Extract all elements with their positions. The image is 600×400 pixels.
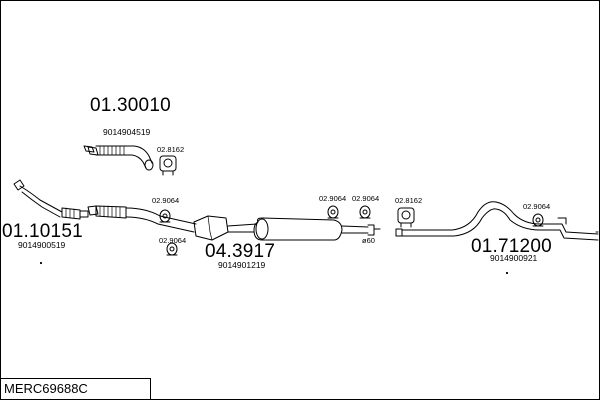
- oem-number-label: 9014900921: [490, 253, 538, 263]
- centre-muffler: [253, 217, 381, 241]
- front-pipe-upper-part: [83, 145, 154, 171]
- clamp-02-8162-upper: [159, 155, 177, 176]
- fitting-code-label: 02.9064: [152, 196, 180, 205]
- hanger-02-9064-e: [532, 213, 544, 227]
- pipe-diameter-label: ø60: [362, 236, 375, 245]
- front-pipe-left-part: [13, 179, 89, 220]
- hanger-02-9064-b: [166, 242, 178, 256]
- catalytic-converter: [193, 215, 257, 241]
- fitting-code-label: 02.9064: [352, 194, 380, 203]
- part-number-label: 01.10151: [2, 221, 83, 242]
- part-number-label: 01.30010: [90, 95, 171, 116]
- part-number-label: 01.71200: [471, 236, 552, 257]
- fitting-code-label: 02.9064: [159, 236, 187, 245]
- fitting-code-label: 02.8162: [157, 145, 185, 154]
- title-box: [0, 378, 151, 399]
- hanger-02-9064-c: [327, 205, 339, 219]
- hanger-02-9064-d: [359, 205, 371, 219]
- fitting-code-label: 02.8162: [395, 196, 423, 205]
- fitting-code-label: 02.9064: [319, 194, 347, 203]
- front-pipe-centre: [87, 205, 197, 233]
- oem-number-label: 9014904519: [103, 127, 151, 137]
- hanger-02-9064-a: [159, 209, 171, 223]
- tail-pipe-part: [395, 201, 599, 241]
- oem-number-label: 9014900519: [18, 240, 66, 250]
- oem-number-label: 9014901219: [218, 260, 266, 270]
- clamp-02-8162-lower: [397, 207, 415, 228]
- part-number-label: 04.3917: [205, 241, 276, 262]
- fitting-code-label: 02.9064: [523, 202, 551, 211]
- model-code-label: MERC69688C: [4, 381, 88, 396]
